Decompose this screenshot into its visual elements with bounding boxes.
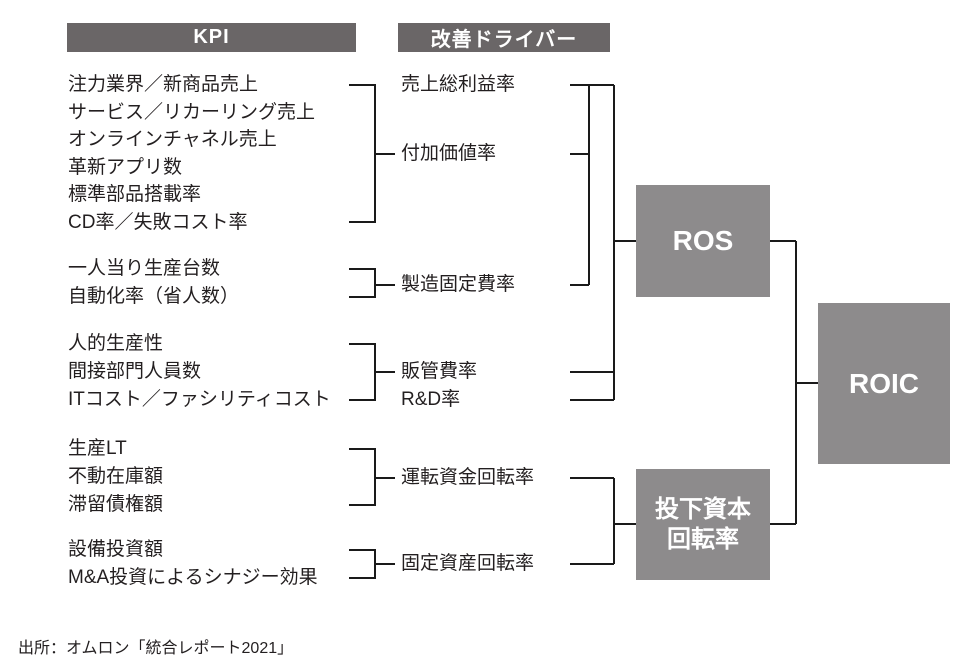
kpi-item: 不動在庫額 (68, 466, 164, 487)
kpi-item: 一人当り生産台数 (68, 258, 221, 279)
bracket-group2 (349, 268, 376, 298)
kpi-item: 間接部門人員数 (68, 361, 202, 382)
driver-label-mfg-fixed-cost: 製造固定費率 (401, 274, 516, 295)
driver-label-working-capital-turnover: 運転資金回転率 (401, 467, 535, 488)
bracket-group1 (349, 84, 376, 223)
kpi-item: 設備投資額 (68, 539, 164, 560)
bracket-group4 (349, 448, 376, 506)
kpi-item: 人的生産性 (68, 333, 164, 354)
kpi-item: 滞留債権額 (68, 494, 164, 515)
roic-box: ROIC (818, 303, 950, 464)
driver-label-sga: 販管費率 (401, 361, 478, 382)
kpi-item: 生産LT (68, 438, 127, 459)
kpi-item: サービス／リカーリング売上 (68, 101, 316, 123)
driver-label-value-added: 付加価値率 (401, 143, 497, 164)
kpi-item: 注力業界／新商品売上 (68, 74, 259, 95)
kpi-item: CD率／失敗コスト率 (68, 211, 248, 233)
kpi-item: 自動化率（省人数） (68, 286, 240, 307)
turnover-label-line2: 回転率 (667, 525, 739, 553)
kpi-column-header: KPI (67, 23, 356, 52)
kpi-item: 標準部品搭載率 (68, 184, 202, 205)
kpi-group-gross-margin: 注力業界／新商品売上 サービス／リカーリング売上 オンラインチャネル売上 革新ア… (68, 71, 315, 236)
roic-label: ROIC (849, 367, 919, 399)
ros-label: ROS (672, 225, 734, 256)
kpi-group-working-capital: 生産LT 不動在庫額 滞留債権額 (68, 435, 163, 519)
ros-box: ROS (636, 185, 770, 297)
turnover-label-line1: 投下資本 (655, 495, 751, 523)
kpi-group-fixed-asset: 設備投資額 M&A投資によるシナジー効果 (68, 536, 318, 592)
driver-label-rd: R&D率 (401, 389, 461, 410)
source-note: 出所：オムロン「統合レポート2021」 (18, 640, 294, 657)
driver-label-fixed-asset-turnover: 固定資産回転率 (401, 553, 535, 574)
bracket-group3 (349, 343, 376, 401)
kpi-item: ITコスト／ファシリティコスト (68, 389, 331, 410)
kpi-item: M&A投資によるシナジー効果 (68, 567, 318, 588)
improvement-driver-column-header: 改善ドライバー (398, 23, 610, 52)
kpi-item: 革新アプリ数 (68, 156, 183, 178)
invested-capital-turnover-box: 投下資本 回転率 (636, 469, 770, 580)
kpi-group-mfg-fixed-cost: 一人当り生産台数 自動化率（省人数） (68, 255, 239, 311)
driver-label-gross-margin: 売上総利益率 (401, 74, 516, 95)
kpi-group-sga: 人的生産性 間接部門人員数 ITコスト／ファシリティコスト (68, 330, 331, 414)
bracket-group5 (349, 549, 376, 579)
kpi-item: オンラインチャネル売上 (68, 129, 277, 150)
